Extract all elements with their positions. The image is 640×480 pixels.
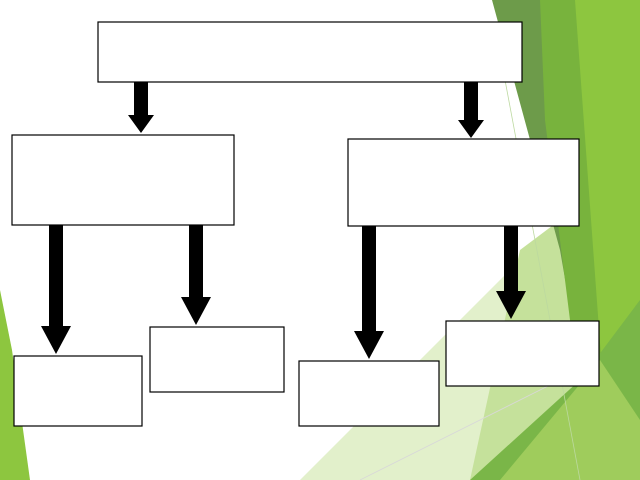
node-right-right-leaf bbox=[445, 320, 600, 387]
arrow-left-branch-to-left-left-leaf bbox=[41, 225, 71, 354]
node-left-left-leaf bbox=[13, 355, 143, 427]
node-box-root bbox=[97, 21, 523, 83]
bg-faint-line-1 bbox=[359, 379, 561, 480]
node-box-left-left-leaf bbox=[13, 355, 143, 427]
node-box-right-right-leaf bbox=[445, 320, 600, 387]
node-box-left-branch bbox=[11, 134, 235, 226]
bg-facet-highlight bbox=[500, 360, 640, 480]
arrow-right-branch-to-right-right-leaf bbox=[496, 226, 526, 319]
arrow-root-to-right-branch bbox=[458, 82, 484, 138]
edges-layer bbox=[41, 82, 526, 359]
arrow-root-to-left-branch bbox=[128, 82, 154, 133]
node-box-left-right-leaf bbox=[149, 326, 285, 393]
arrow-right-branch-to-right-left-leaf bbox=[354, 226, 384, 359]
node-left-branch bbox=[11, 134, 235, 226]
node-box-right-branch bbox=[347, 138, 580, 227]
node-right-branch bbox=[347, 138, 580, 227]
nodes-layer bbox=[11, 21, 600, 427]
node-root bbox=[97, 21, 523, 83]
node-box-right-left-leaf bbox=[298, 360, 440, 427]
node-right-left-leaf bbox=[298, 360, 440, 427]
node-left-right-leaf bbox=[149, 326, 285, 393]
arrow-left-branch-to-left-right-leaf bbox=[181, 225, 211, 325]
